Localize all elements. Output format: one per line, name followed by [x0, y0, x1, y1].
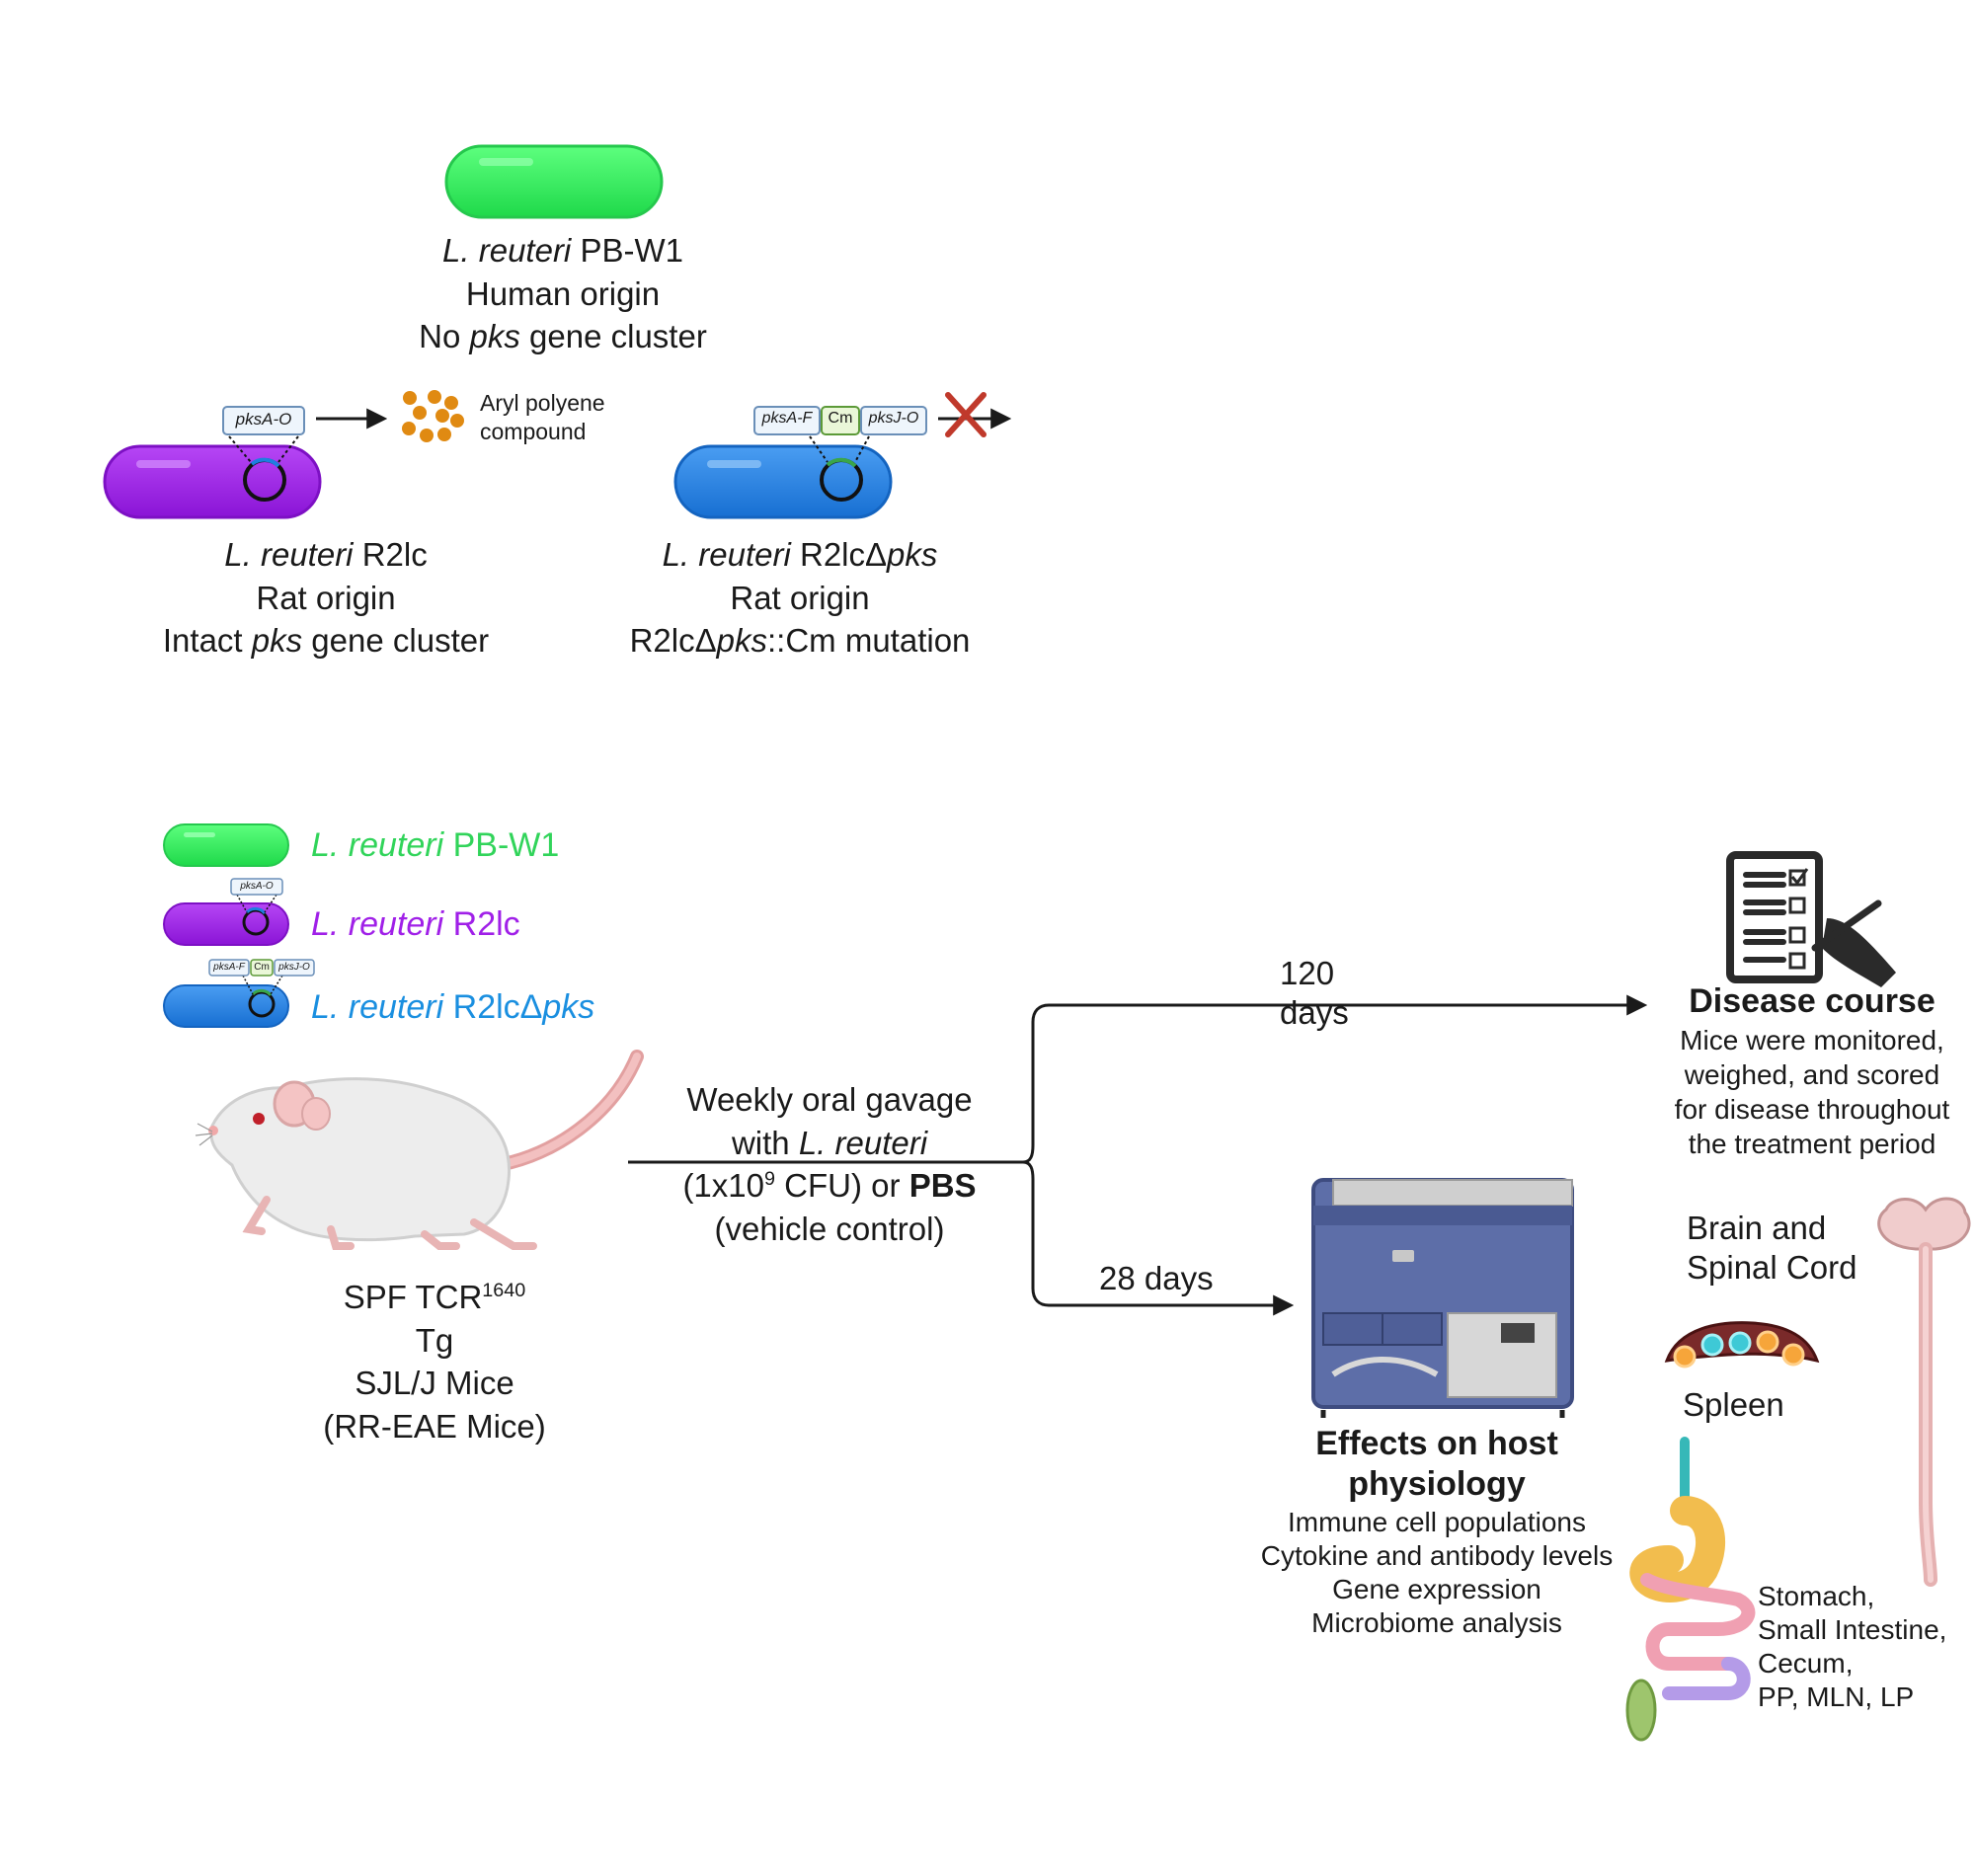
flow-cytometer-icon: [1311, 1178, 1574, 1418]
gi-tract-icon: [1625, 1437, 1756, 1742]
aryl-polyene-label: Aryl polyene compound: [480, 390, 605, 444]
legend-mutant-icon: [163, 959, 315, 1028]
brain-spinal-cord-label: Brain and Spinal Cord: [1687, 1210, 1857, 1287]
mutant-bacterium-icon: [673, 435, 893, 519]
legend-r2lc-label: L. reuteri R2lc: [311, 905, 520, 943]
mutant-plasmid-mid-label: Cm: [828, 410, 853, 427]
blocked-cross-icon: [945, 392, 987, 437]
r2lc-plasmid-label: pksA-O: [235, 410, 292, 429]
mouse-caption: SPF TCR1640 Tg SJL/J Mice (RR-EAE Mice): [323, 1279, 546, 1445]
gavage-text: Weekly oral gavage with L. reuteri (1x10…: [682, 1081, 977, 1247]
aryl-polyene-dots-icon: [402, 390, 464, 442]
timeline-branches: [628, 994, 1648, 1316]
r2lc-caption: L. reuteri R2lc Rat origin Intact pks ge…: [162, 536, 490, 660]
brain-spinal-cord-icon: [1877, 1197, 1971, 1587]
spleen-icon: [1664, 1321, 1820, 1368]
gut-label: Stomach, Small Intestine, Cecum, PP, MLN…: [1758, 1581, 1947, 1713]
legend-r2lc-plasmid-label: pksA-O: [240, 881, 274, 892]
legend-mutant-label: L. reuteri R2lcΔpks: [311, 988, 595, 1026]
legend-pbw1-icon: [163, 823, 289, 867]
pbw1-bacterium-icon: [444, 144, 664, 219]
spleen-label: Spleen: [1683, 1386, 1784, 1423]
mouse-icon: [195, 1050, 644, 1250]
mutant-caption: L. reuteri R2lcΔpks Rat origin R2lcΔpks:…: [629, 536, 971, 660]
r2lc-bacterium-icon: [103, 435, 322, 519]
timeline-120-days: 120 days: [1280, 955, 1349, 1031]
clipboard-scoring-icon: [1726, 851, 1896, 987]
legend-r2lc-icon: [163, 878, 289, 946]
legend-pbw1-label: L. reuteri PB-W1: [311, 826, 560, 864]
legend-mutant-plasmid-right: pksJ-O: [278, 962, 310, 973]
pbw1-caption: L. reuteri PB-W1 Human origin No pks gen…: [419, 232, 707, 355]
legend-mutant-plasmid-left: pksA-F: [213, 962, 245, 973]
r2lc-plasmid-box: [222, 406, 305, 435]
timeline-28-days: 28 days: [1099, 1260, 1214, 1296]
mutant-plasmid-right-label: pksJ-O: [868, 410, 919, 427]
mutant-plasmid-boxes: [753, 406, 927, 435]
legend-mutant-plasmid-mid: Cm: [254, 962, 270, 973]
disease-course-block: Disease course Mice were monitored, weig…: [1674, 982, 1950, 1159]
mutant-plasmid-left-label: pksA-F: [761, 410, 813, 427]
effects-block: Effects on host physiology Immune cell p…: [1260, 1425, 1614, 1639]
